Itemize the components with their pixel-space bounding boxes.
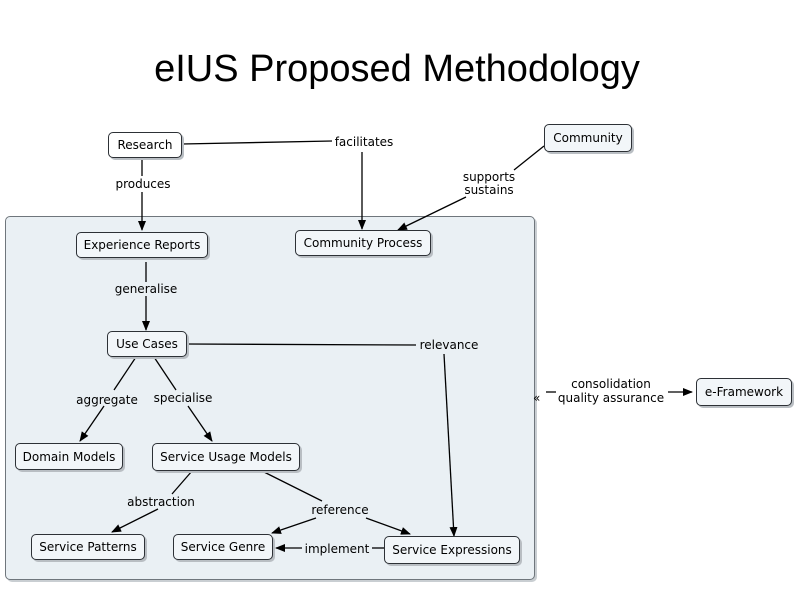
node-community-process-label: Community Process	[303, 236, 423, 250]
node-research-label: Research	[117, 138, 173, 152]
node-service-usage-models-label: Service Usage Models	[160, 450, 292, 464]
node-research[interactable]: Research	[108, 132, 182, 158]
node-use-cases-label: Use Cases	[116, 337, 178, 351]
node-service-patterns[interactable]: Service Patterns	[31, 534, 145, 560]
link-label-facilitates: facilitates	[334, 135, 394, 149]
node-community-process[interactable]: Community Process	[295, 230, 431, 256]
edge-usage-reference	[261, 470, 323, 502]
edge-aggregate-domain	[79, 405, 105, 442]
link-label-relevance: relevance	[419, 338, 479, 352]
link-label-aggregate: aggregate	[76, 393, 138, 407]
link-label-supports: supports	[462, 170, 516, 184]
link-label-quality-assurance: quality assurance	[557, 391, 665, 405]
node-service-genre-label: Service Genre	[180, 540, 266, 554]
edge-usecases-aggregate	[113, 356, 137, 391]
node-experience-reports-label: Experience Reports	[83, 238, 201, 252]
page-title: eIUS Proposed Methodology	[154, 48, 640, 90]
node-domain-models[interactable]: Domain Models	[15, 443, 123, 470]
node-service-expressions[interactable]: Service Expressions	[384, 536, 520, 564]
node-e-framework-label: e-Framework	[704, 385, 784, 399]
edge-usecases-specialise	[153, 356, 177, 391]
node-e-framework[interactable]: e-Framework	[696, 378, 792, 406]
collapse-chevron-icon[interactable]: «	[533, 391, 541, 405]
link-label-specialise: specialise	[153, 391, 213, 405]
edge-reference-genre	[271, 517, 317, 534]
node-use-cases[interactable]: Use Cases	[107, 331, 187, 357]
link-label-reference: reference	[311, 503, 369, 517]
node-service-genre[interactable]: Service Genre	[173, 534, 273, 560]
edge-research-facilitates	[181, 140, 333, 145]
node-experience-reports[interactable]: Experience Reports	[76, 232, 208, 258]
link-label-implement: implement	[304, 542, 370, 556]
edge-usecases-relevance	[185, 343, 417, 346]
edge-abstraction-patterns	[111, 508, 159, 533]
node-service-usage-models[interactable]: Service Usage Models	[152, 443, 300, 471]
edge-community-supports	[513, 145, 545, 171]
node-community[interactable]: Community	[544, 124, 632, 152]
link-label-produces: produces	[115, 177, 171, 191]
link-label-generalise: generalise	[114, 282, 178, 296]
link-label-abstraction: abstraction	[127, 495, 195, 509]
edge-specialise-usage	[187, 405, 213, 442]
node-domain-models-label: Domain Models	[22, 449, 116, 464]
link-label-sustains: sustains	[464, 183, 514, 197]
edge-usage-abstraction	[171, 470, 193, 495]
node-community-label: Community	[553, 131, 623, 145]
link-label-consolidation: consolidation	[571, 377, 651, 391]
edge-reference-expressions	[365, 517, 411, 535]
edge-supports-community-process	[397, 196, 467, 231]
edge-relevance-expressions	[443, 353, 458, 537]
node-service-patterns-label: Service Patterns	[39, 540, 137, 554]
node-service-expressions-label: Service Expressions	[392, 543, 512, 557]
